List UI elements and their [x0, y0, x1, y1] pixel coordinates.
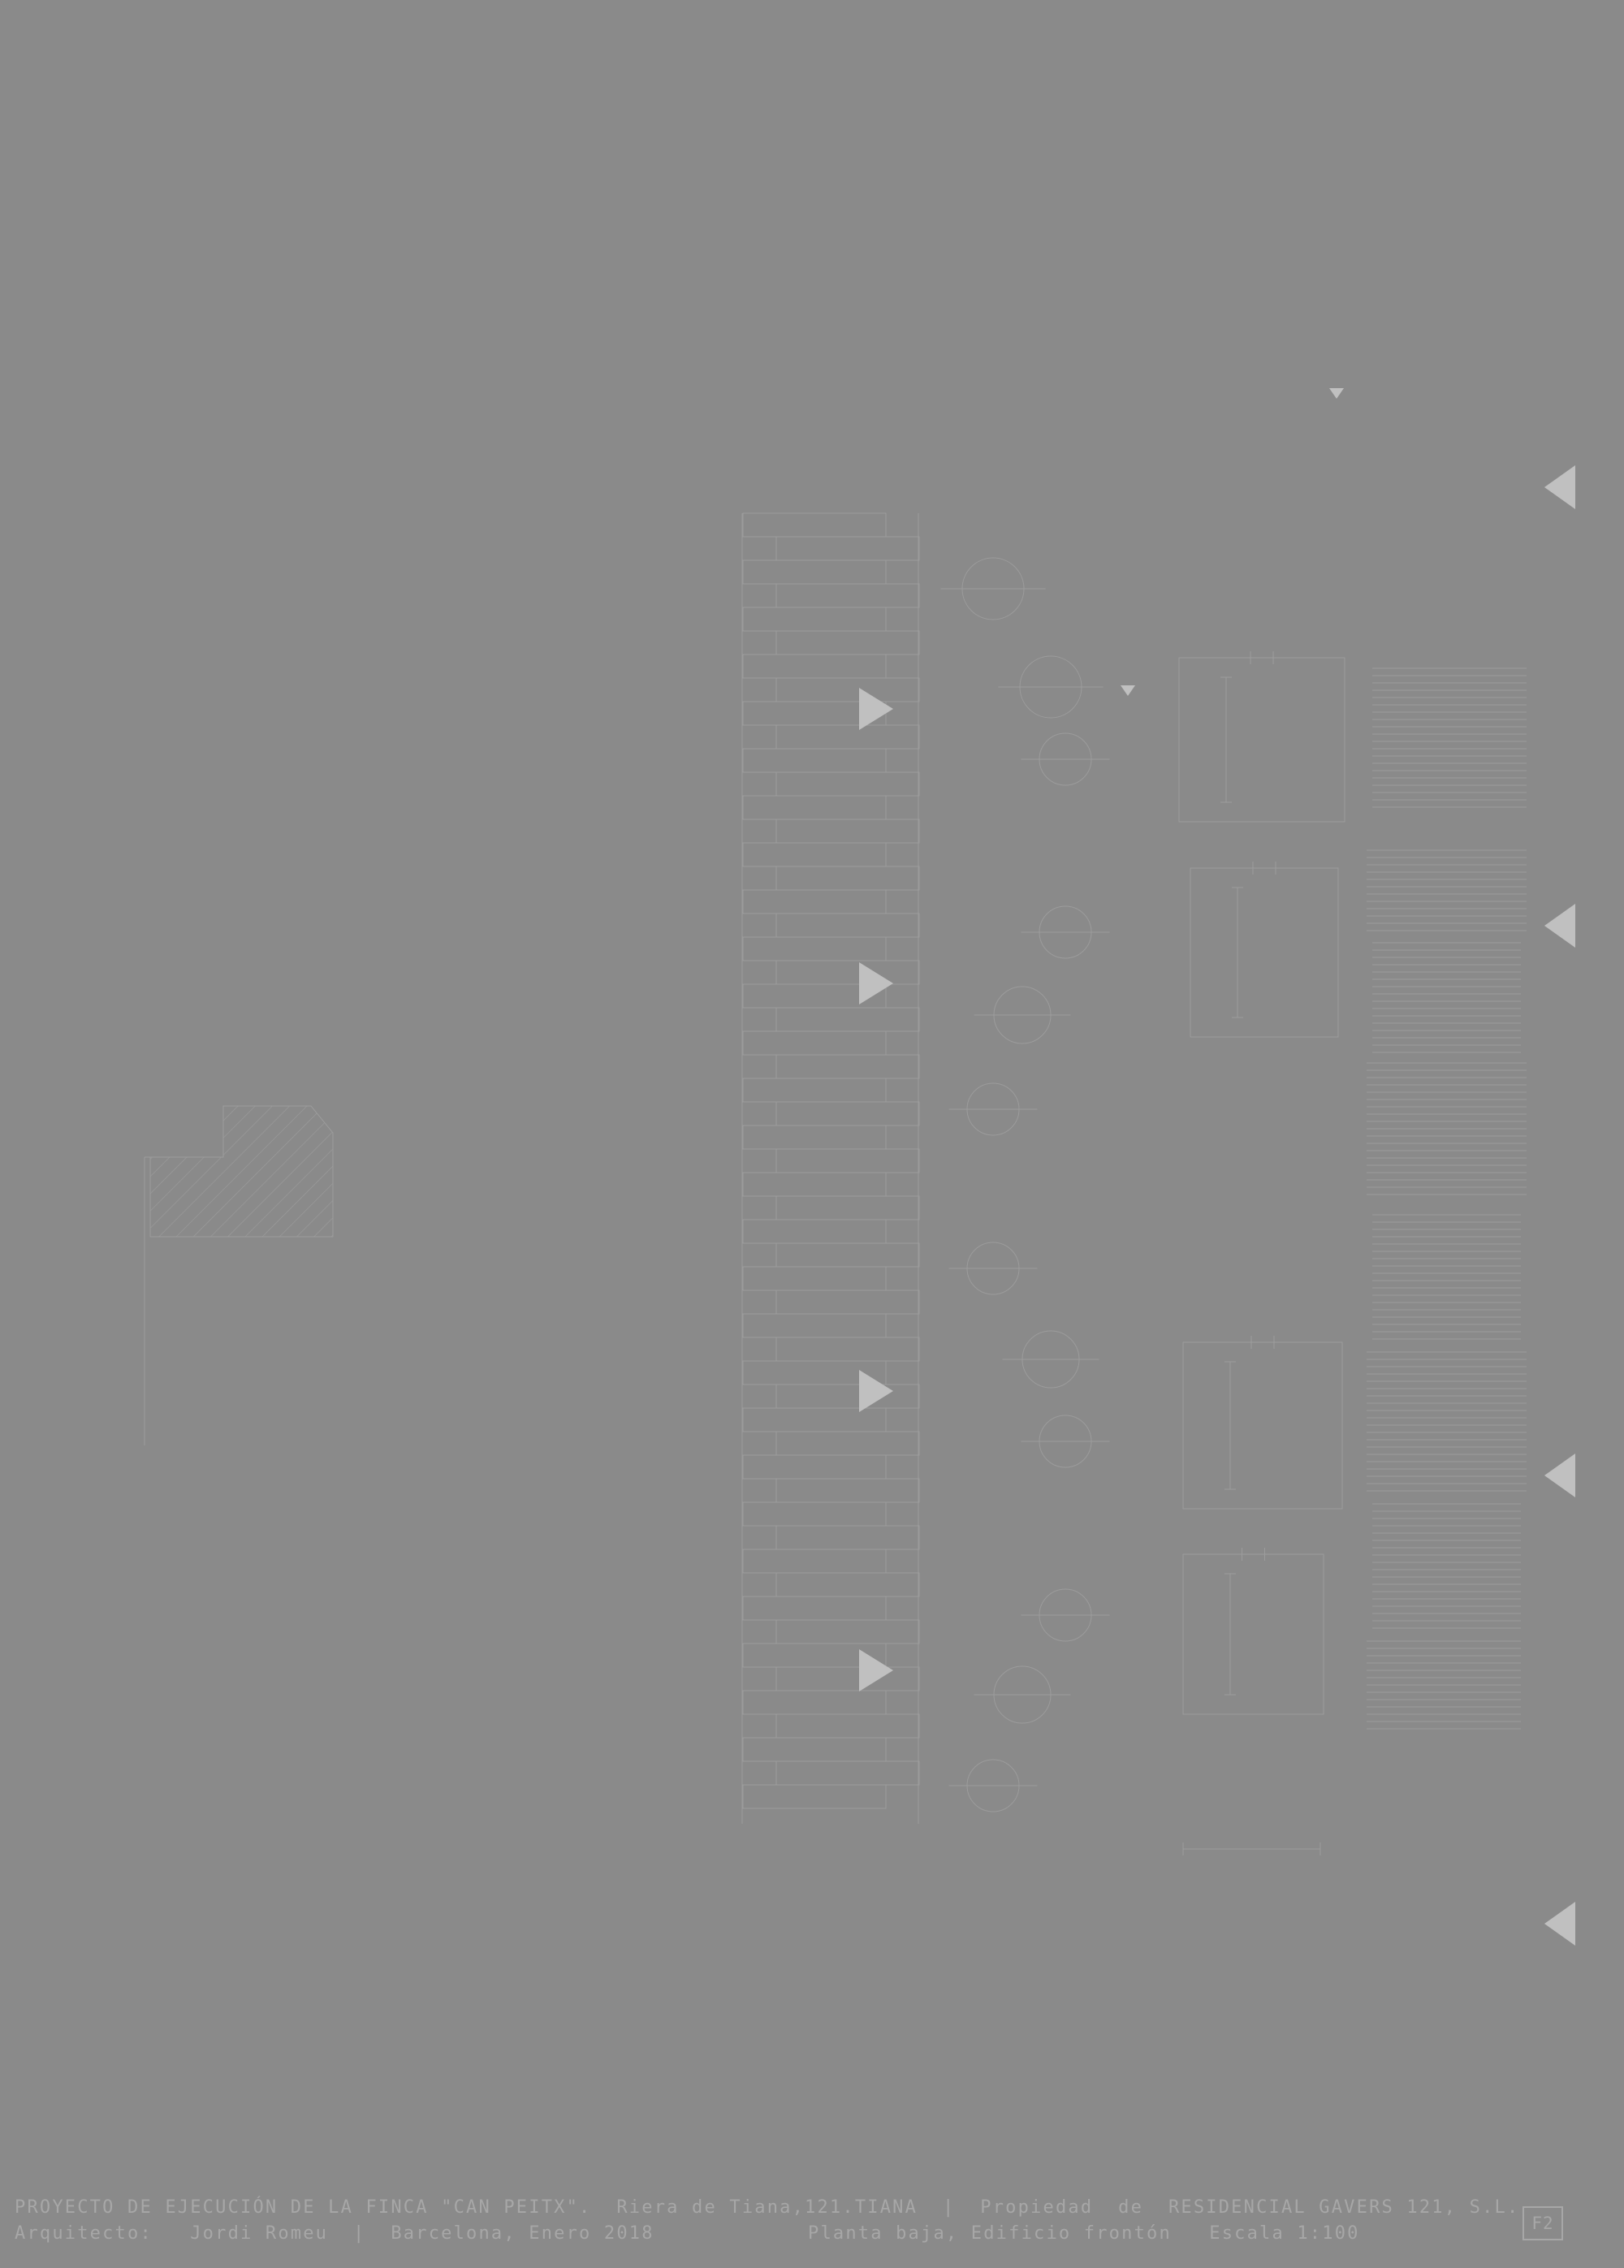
wall-section-hatch [144, 1105, 334, 1445]
arrow-right-icon [859, 1370, 893, 1412]
stair-run [741, 512, 920, 1824]
direction-arrows [859, 388, 1575, 1946]
arrow-right-icon [859, 962, 893, 1004]
rooms [1178, 651, 1345, 1715]
arrow-left-icon [1544, 465, 1575, 509]
arrow-down-icon [1329, 388, 1344, 399]
axis-bubbles [940, 557, 1110, 1812]
arrow-right-icon [859, 688, 893, 730]
arrow-left-icon [1544, 1902, 1575, 1946]
hatch-bands [1367, 667, 1527, 1730]
arrow-right-icon [859, 1649, 893, 1691]
dimension-line [1182, 1842, 1321, 1855]
arrow-left-icon [1544, 1454, 1575, 1497]
arrow-down-icon [1121, 685, 1135, 696]
arrow-left-icon [1544, 904, 1575, 948]
